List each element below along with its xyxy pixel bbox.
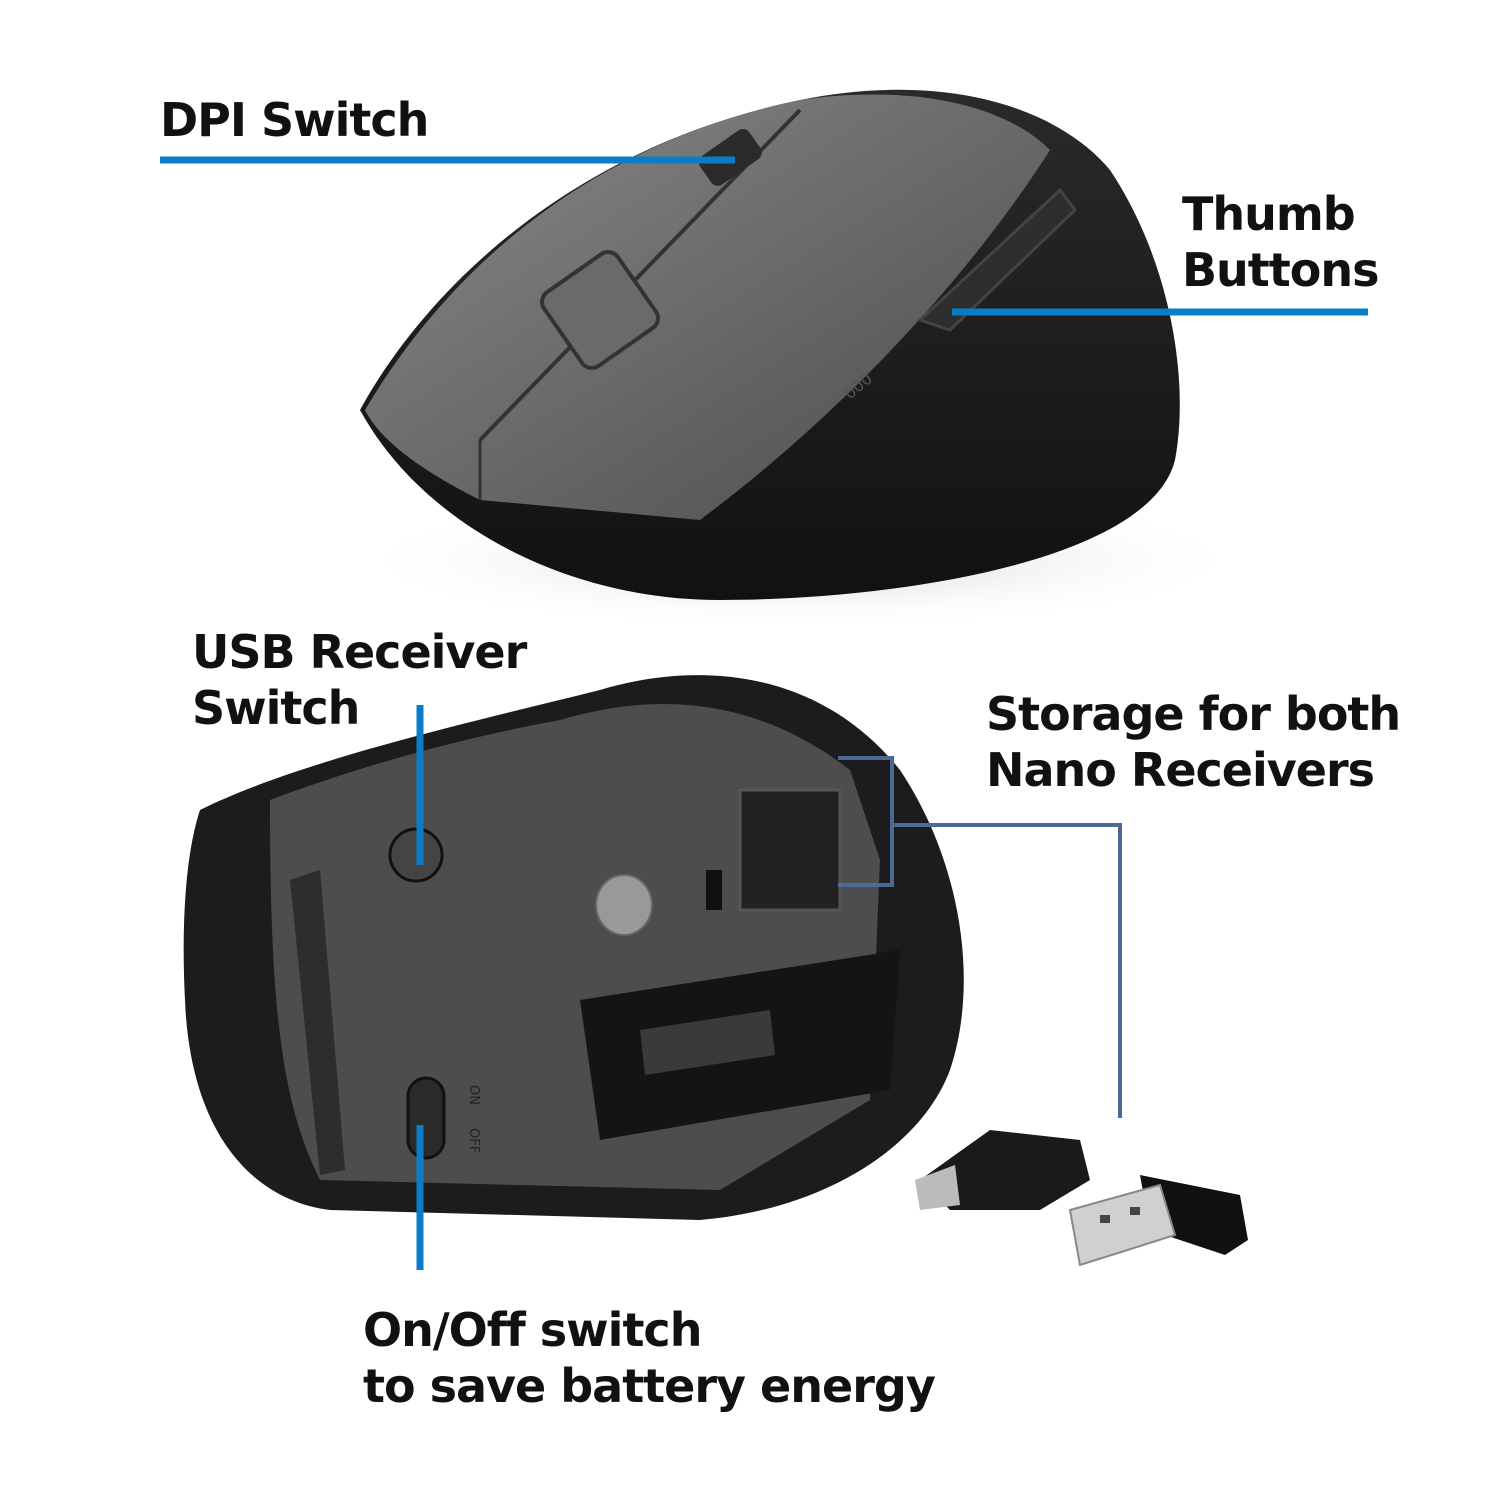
switch-on-marking: ON — [466, 1085, 481, 1105]
storage-bracket-line — [838, 756, 894, 887]
storage-callout-line — [892, 823, 1122, 1118]
mouse-top-view: 000 — [350, 89, 1250, 630]
switch-off-marking: OFF — [466, 1128, 481, 1153]
dpi-switch-label: DPI Switch — [160, 93, 429, 147]
usb-c-adapter — [915, 1130, 1090, 1210]
usb-a-nano-receiver — [1068, 1175, 1248, 1267]
